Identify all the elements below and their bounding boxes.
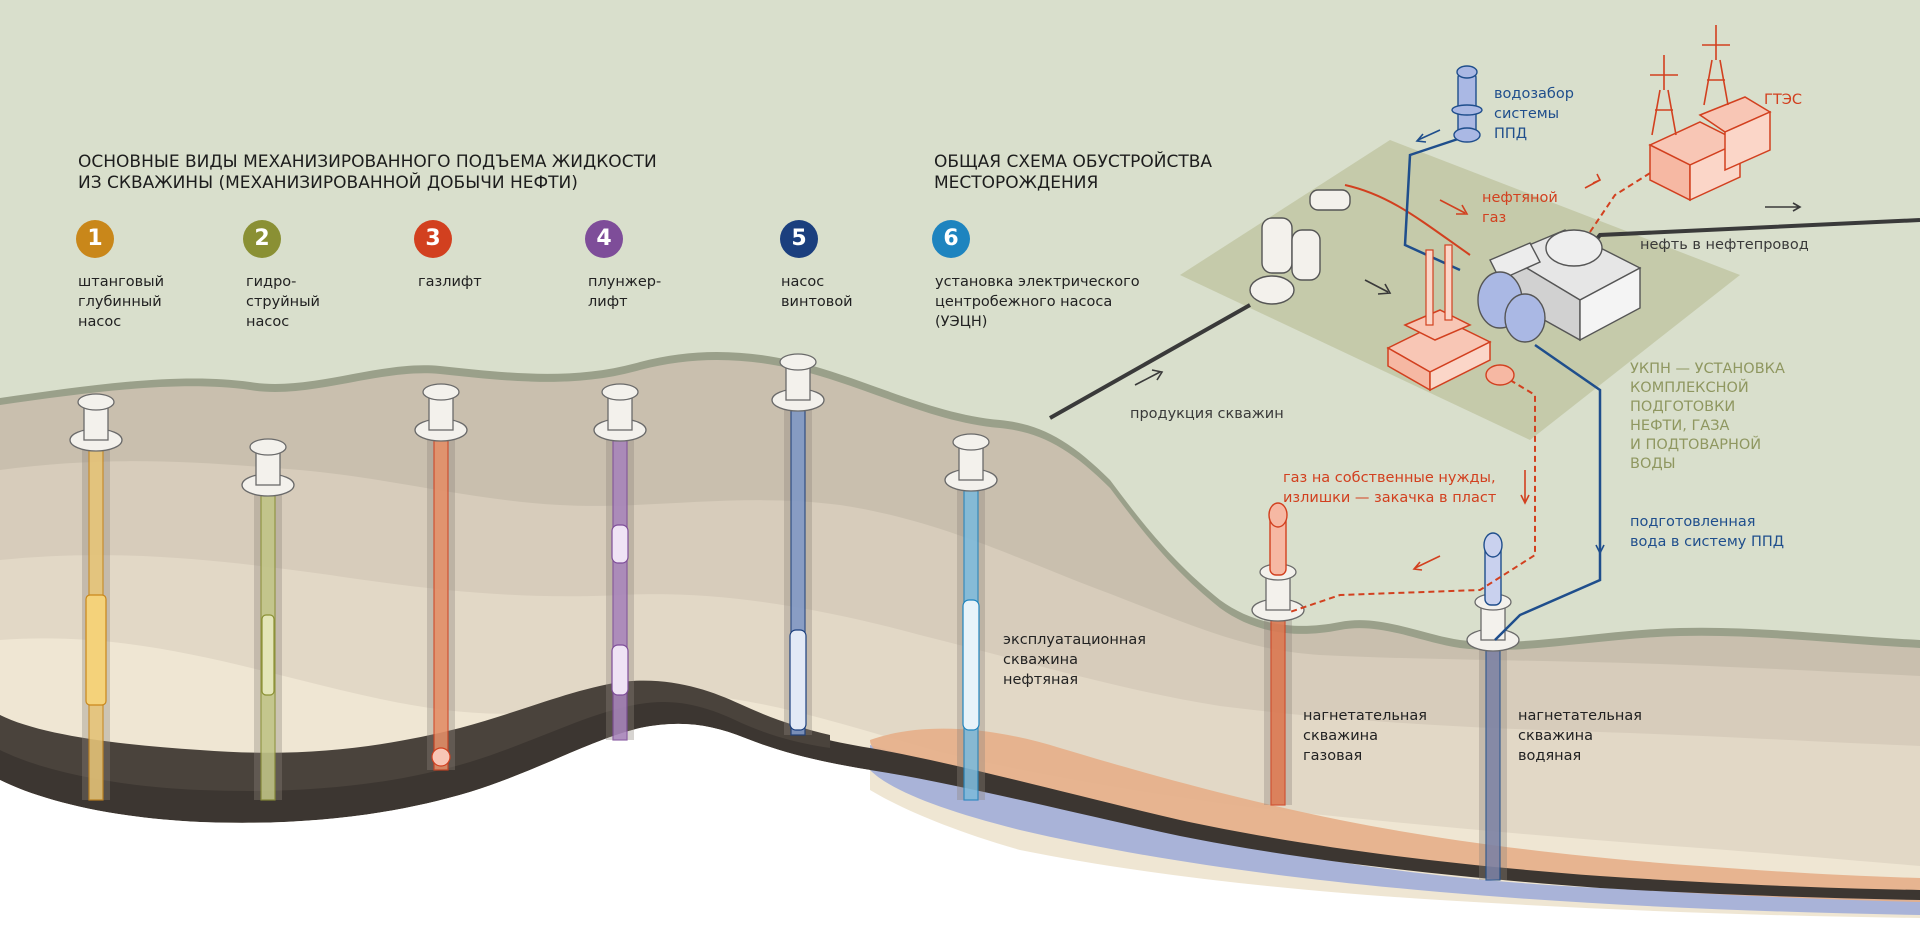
well-gas-injection-tubing xyxy=(1270,609,1286,806)
well-5-screw-pump xyxy=(789,629,807,731)
heading-lift-methods-line2: ИЗ СКВАЖИНЫ (МЕХАНИЗИРОВАННОЙ ДОБЫЧИ НЕФ… xyxy=(78,173,578,193)
arrow-water-down xyxy=(1595,520,1605,555)
well-water-injection-tubing xyxy=(1485,639,1501,881)
method-badge-4: 4 xyxy=(585,220,623,258)
method-badge-1: 1 xyxy=(76,220,114,258)
heading-field-layout: ОБЩАЯ СХЕМА ОБУСТРОЙСТВА МЕСТОРОЖДЕНИЯ xyxy=(934,152,1212,194)
method-label-2: гидро- струйный насос xyxy=(246,274,320,330)
well-water-injection-head-cap xyxy=(1483,532,1503,558)
power-plant xyxy=(1648,25,1772,202)
arrow-products xyxy=(1134,369,1164,386)
well-1-pump xyxy=(85,594,107,706)
label-treated-water: подготовленная вода в систему ППД xyxy=(1630,514,1785,550)
method-label-6: установка электрического центробежного н… xyxy=(935,274,1140,330)
method-label-5: насос винтовой xyxy=(781,274,853,310)
water-injection-pipe xyxy=(1494,343,1602,641)
well-4-wellhead-top xyxy=(601,383,639,401)
gas-to-plant-dashed xyxy=(1589,169,1656,233)
arrow-gas-down xyxy=(1520,470,1530,505)
well-4-plunger-upper xyxy=(611,524,629,564)
well-3-tubing xyxy=(433,429,449,771)
well-2-wellhead-top xyxy=(249,438,287,456)
well-gas-injection-head-cap xyxy=(1268,502,1288,528)
label-oil-gas: нефтяной газ xyxy=(1482,190,1558,226)
well-5-wellhead-top xyxy=(779,353,817,371)
heading-field-layout-line2: МЕСТОРОЖДЕНИЯ xyxy=(934,173,1099,193)
label-ukpn: УКПН — УСТАНОВКА КОМПЛЕКСНОЙ ПОДГОТОВКИ … xyxy=(1630,361,1785,472)
label-water-injection-well: нагнетательная скважина водяная xyxy=(1518,708,1642,764)
well-products-pipe xyxy=(1049,303,1251,420)
production-pad xyxy=(1180,140,1740,440)
water-intake xyxy=(1451,65,1483,143)
gas-injection-dashed xyxy=(1289,379,1536,613)
method-badge-2: 2 xyxy=(243,220,281,258)
label-power-plant: ГТЭС xyxy=(1764,92,1802,108)
arrow-water-intake xyxy=(1415,129,1441,143)
well-6-wellhead-top xyxy=(952,433,990,451)
method-label-1: штанговый глубинный насос xyxy=(78,274,164,330)
ukpn-facility xyxy=(1249,189,1642,392)
arrow-oil-export xyxy=(1765,202,1802,212)
bedrock-upper-band xyxy=(0,680,830,791)
method-badge-5: 5 xyxy=(780,220,818,258)
well-2-pump xyxy=(261,614,275,696)
method-badge-3: 3 xyxy=(414,220,452,258)
label-oil-pipeline: нефть в нефтепровод xyxy=(1640,237,1809,253)
label-well-products: продукция скважин xyxy=(1130,406,1284,422)
well-6-esp xyxy=(962,599,980,731)
oil-reservoir-layer xyxy=(870,728,1920,902)
arrow-gas-plant xyxy=(1584,173,1602,189)
label-own-gas: газ на собственные нужды, излишки — зака… xyxy=(1283,470,1497,506)
heading-lift-methods-line1: ОСНОВНЫЕ ВИДЫ МЕХАНИЗИРОВАННОГО ПОДЪЕМА … xyxy=(78,152,657,172)
well-4-plunger-lower xyxy=(611,644,629,696)
method-label-4: плунжер- лифт xyxy=(588,274,662,310)
label-water-intake: водозабор системы ППД xyxy=(1494,86,1574,142)
well-3-wellhead-top xyxy=(422,383,460,401)
heading-field-layout-line1: ОБЩАЯ СХЕМА ОБУСТРОЙСТВА xyxy=(934,152,1212,172)
well-1-wellhead-top xyxy=(77,393,115,411)
method-label-3: газлифт xyxy=(418,274,482,290)
well-3-gas-valve xyxy=(431,747,451,767)
gas-line xyxy=(1344,184,1471,256)
arrow-gas xyxy=(1439,199,1469,215)
wells xyxy=(69,353,1520,881)
heading-lift-methods: ОСНОВНЫЕ ВИДЫ МЕХАНИЗИРОВАННОГО ПОДЪЕМА … xyxy=(78,152,657,194)
arrow-to-ukpn xyxy=(1364,279,1392,295)
lower-white xyxy=(0,723,1920,926)
arrow-gas-left xyxy=(1412,555,1441,571)
label-production-well: эксплуатационная скважина нефтяная xyxy=(1003,632,1146,688)
method-badge-6: 6 xyxy=(932,220,970,258)
label-gas-injection-well: нагнетательная скважина газовая xyxy=(1303,708,1427,764)
